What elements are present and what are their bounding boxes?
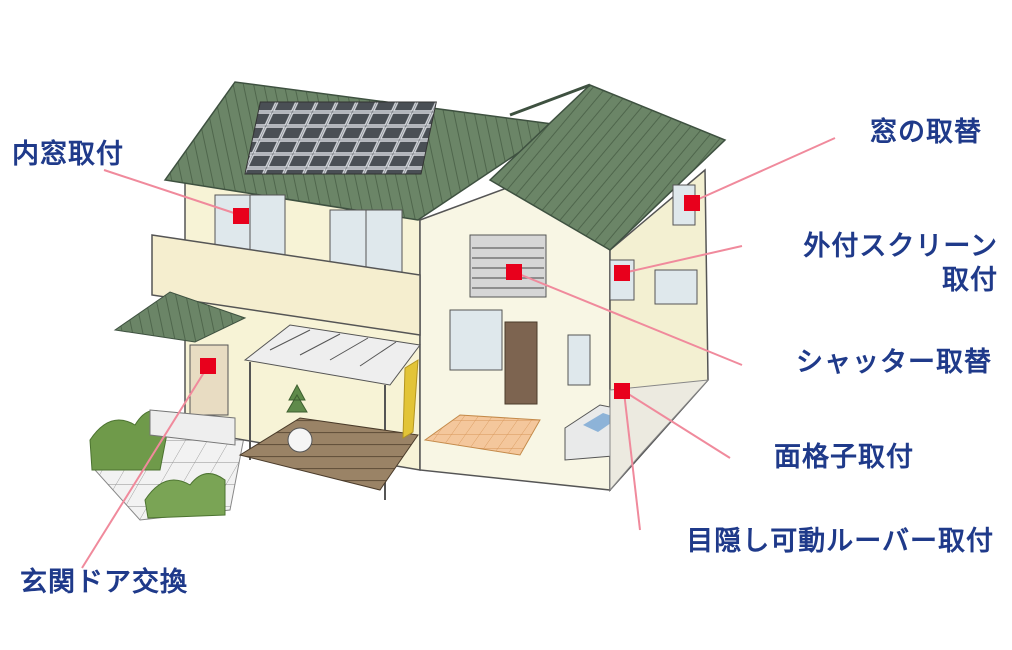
label-external-screen-line1: 外付スクリーン <box>803 231 998 262</box>
roof-ridge <box>509 83 591 117</box>
side-window-unit <box>654 269 698 305</box>
leader-inner-window <box>103 169 241 216</box>
hedge-plants-front <box>144 473 226 519</box>
marker-window-replace <box>684 195 700 211</box>
wood-deck <box>238 417 419 491</box>
marker-screen <box>614 265 630 281</box>
label-window-replace: 窓の取替 <box>870 117 982 148</box>
leader-lines <box>81 137 836 569</box>
label-inner-window: 内窓取付 <box>12 139 124 170</box>
marker-inner-window <box>233 208 249 224</box>
leader-window-replace <box>691 137 836 203</box>
kitchen-window <box>449 309 503 371</box>
solar-panel <box>244 101 437 175</box>
potted-tree <box>286 383 308 413</box>
tiled-terrace <box>423 414 541 456</box>
entrance-canopy <box>113 291 247 343</box>
leader-screen <box>622 245 743 274</box>
side-ground <box>609 379 710 492</box>
leader-shutter <box>513 271 743 366</box>
entrance-door <box>189 344 229 416</box>
label-louver: 目隠し可動ルーバー取付 <box>686 526 994 557</box>
bathtub-water <box>583 413 618 432</box>
curtain <box>402 359 419 439</box>
leader-lattice <box>621 389 731 459</box>
marker-shutter <box>506 264 522 280</box>
balcony <box>151 234 421 336</box>
roof-gable <box>488 84 727 251</box>
label-external-screen: 外付スクリーン 取付 <box>803 230 998 298</box>
label-shutter: シャッター取替 <box>796 347 992 378</box>
small-window <box>567 334 591 386</box>
marker-entrance <box>200 358 216 374</box>
label-entrance-door: 玄関ドア交換 <box>20 567 188 598</box>
leader-louver <box>623 391 641 531</box>
garden-table <box>287 427 313 453</box>
label-external-screen-line2: 取付 <box>942 265 998 296</box>
label-lattice: 面格子取付 <box>774 442 914 473</box>
back-door <box>504 321 538 405</box>
markers <box>200 195 700 399</box>
pergola-roof <box>243 324 421 386</box>
leader-entrance <box>81 365 209 569</box>
entrance-steps <box>149 409 236 446</box>
marker-lattice <box>614 383 630 399</box>
